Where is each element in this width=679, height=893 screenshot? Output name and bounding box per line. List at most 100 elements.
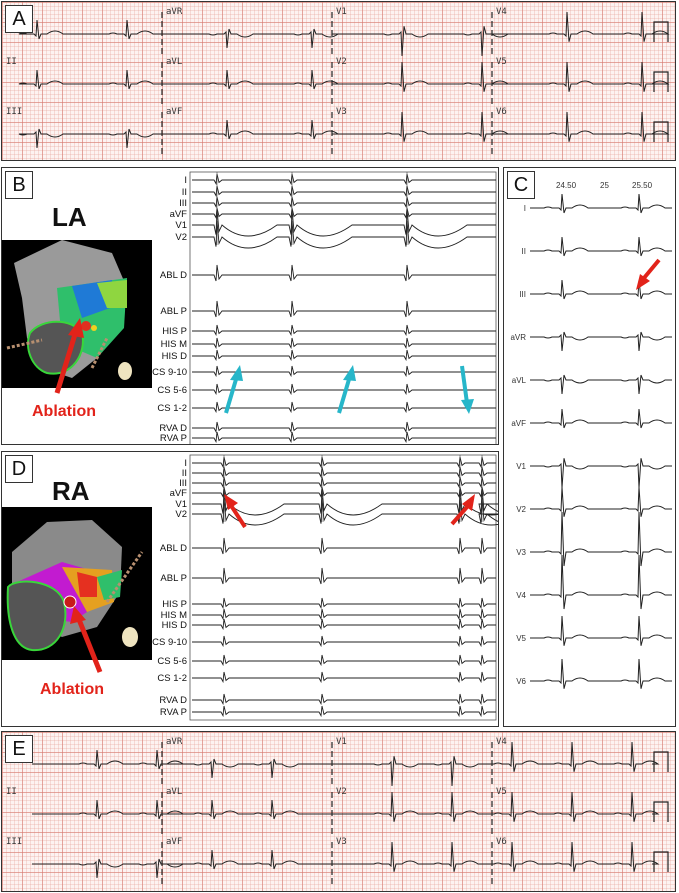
c-trace-v1: [530, 458, 672, 489]
channel-label-rva-p: RVA P: [160, 433, 187, 444]
channel-label-his-d: HIS D: [162, 620, 187, 631]
egm-trace-avf: [192, 486, 496, 499]
calibration-pulses: [653, 751, 669, 872]
ecg-trace-v6: [492, 111, 670, 142]
channel-label-cs-1-2: CS 1-2: [157, 673, 187, 684]
channel-label-ii: II: [182, 468, 187, 479]
c-trace-v4: [530, 554, 672, 610]
egm-trace-cs-5-6: [192, 383, 496, 396]
egm-trace-his-m: [192, 337, 496, 350]
c-trace-v3: [530, 511, 672, 567]
lead-label-v2: V2: [336, 57, 347, 67]
channel-label-iii: III: [179, 198, 187, 209]
panel-d-ablation-arrowhead: [70, 606, 86, 624]
egm-trace-abl-d: [192, 264, 496, 282]
egm-trace-ii: [192, 466, 496, 479]
egm-trace-v1: [192, 208, 496, 237]
channel-label-cs-5-6: CS 5-6: [157, 656, 187, 667]
panel-e-ecg: E IaVRV1V4IIaVLV2V5IIIaVFV3V6: [1, 731, 676, 892]
c-lead-label-v1: V1: [516, 462, 526, 471]
c-lead-label-v2: V2: [516, 505, 526, 514]
panel-d-label: D: [5, 455, 33, 483]
egm-trace-rva-d: [192, 693, 496, 706]
channel-label-abl-p: ABL P: [160, 573, 187, 584]
channel-label-his-p: HIS P: [162, 326, 187, 337]
lead-label-v3: V3: [336, 837, 347, 847]
channel-label-rva-p: RVA P: [160, 707, 187, 718]
c-lead-label-iii: III: [519, 290, 526, 299]
panel-b-cyan-arrows: [224, 365, 474, 414]
channel-label-rva-d: RVA D: [159, 695, 187, 706]
channel-label-abl-d: ABL D: [160, 543, 187, 554]
channel-label-rva-d: RVA D: [159, 423, 187, 434]
ecg-trace-i: [18, 19, 162, 40]
channel-label-his-p: HIS P: [162, 599, 187, 610]
c-lead-label-avr: aVR: [510, 333, 526, 342]
c-trace-avr: [530, 331, 672, 352]
ra-electroanatomic-map: [2, 507, 152, 660]
egm-trace-i: [192, 173, 496, 186]
lead-label-avf: aVF: [166, 837, 182, 847]
ecg-trace-v3: [332, 841, 492, 872]
ecg-trace-v4: [492, 11, 670, 42]
channel-label-v2: V2: [175, 232, 187, 243]
c-trace-avf: [530, 408, 672, 429]
ecg-trace-ii: [18, 69, 162, 90]
egm-frame: [189, 171, 497, 444]
ecg-trace-v1: [332, 26, 510, 57]
egm-trace-cs-1-2: [192, 671, 496, 684]
egm-trace-abl-p: [192, 567, 496, 585]
c-lead-label-ii: II: [522, 247, 526, 256]
egm-trace-v1: [192, 487, 498, 516]
ecg-trace-iii: [32, 858, 185, 879]
c-trace-v5: [530, 615, 672, 646]
ecg-trace-v5: [492, 791, 660, 822]
egm-trace-cs-9-10: [192, 635, 496, 648]
lead-label-v4: V4: [496, 737, 507, 747]
c-trace-avl: [530, 374, 672, 395]
egm-frame: [189, 454, 497, 721]
panel-c-figure: 24.50 25 25.50 IIIIIIaVRaVLaVFV1V2V3V4V5…: [510, 181, 672, 689]
panel-b-label: B: [5, 171, 33, 199]
c-lead-label-avl: aVL: [512, 376, 527, 385]
c-trace-v6: [530, 658, 672, 689]
ecg-trace-ii: [32, 799, 185, 820]
c-lead-label-i: I: [524, 204, 526, 213]
egm-trace-cs-9-10: [192, 365, 496, 378]
c-lead-label-v6: V6: [516, 677, 526, 686]
lead-label-v5: V5: [496, 57, 507, 67]
channel-label-avf: aVF: [170, 209, 188, 220]
panel-b-ablation-label: Ablation: [32, 403, 96, 420]
channel-label-cs-5-6: CS 5-6: [157, 385, 187, 396]
egm-trace-rva-p: [192, 705, 496, 718]
egm-trace-his-m: [192, 608, 496, 621]
lead-label-avr: aVR: [166, 737, 183, 747]
lead-label-avl: aVL: [166, 787, 182, 797]
ecg-trace-iii: [18, 128, 162, 149]
channel-label-abl-p: ABL P: [160, 306, 187, 317]
c-lead-label-avf: aVF: [511, 419, 526, 428]
lead-label-avf: aVF: [166, 107, 182, 117]
panel-b-chamber-title: LA: [52, 202, 87, 232]
panel-c-red-arrowhead: [636, 274, 650, 290]
egm-trace-iii: [192, 476, 496, 489]
c-lead-label-v4: V4: [516, 591, 526, 600]
panel-a-ecg-traces: IaVRV1V4IIaVLV2V5IIIaVFV3V6: [6, 7, 670, 156]
egm-trace-rva-d: [192, 421, 496, 434]
lead-label-v4: V4: [496, 7, 507, 17]
ecg-trace-avr: [162, 28, 340, 49]
panel-e-ecg-traces: IaVRV1V4IIaVLV2V5IIIaVFV3V6: [6, 737, 669, 886]
c-trace-iii: [530, 279, 672, 300]
channel-label-cs-9-10: CS 9-10: [152, 637, 187, 648]
egm-trace-abl-d: [192, 537, 496, 555]
channel-label-avf: aVF: [170, 488, 188, 499]
egm-trace-i: [192, 456, 496, 469]
ecg-trace-avf: [162, 849, 332, 870]
ecg-trace-v5: [492, 61, 670, 92]
ecg-trace-avl: [162, 69, 340, 90]
channel-label-i: I: [184, 458, 187, 469]
panel-c-red-arrow: [642, 258, 661, 280]
